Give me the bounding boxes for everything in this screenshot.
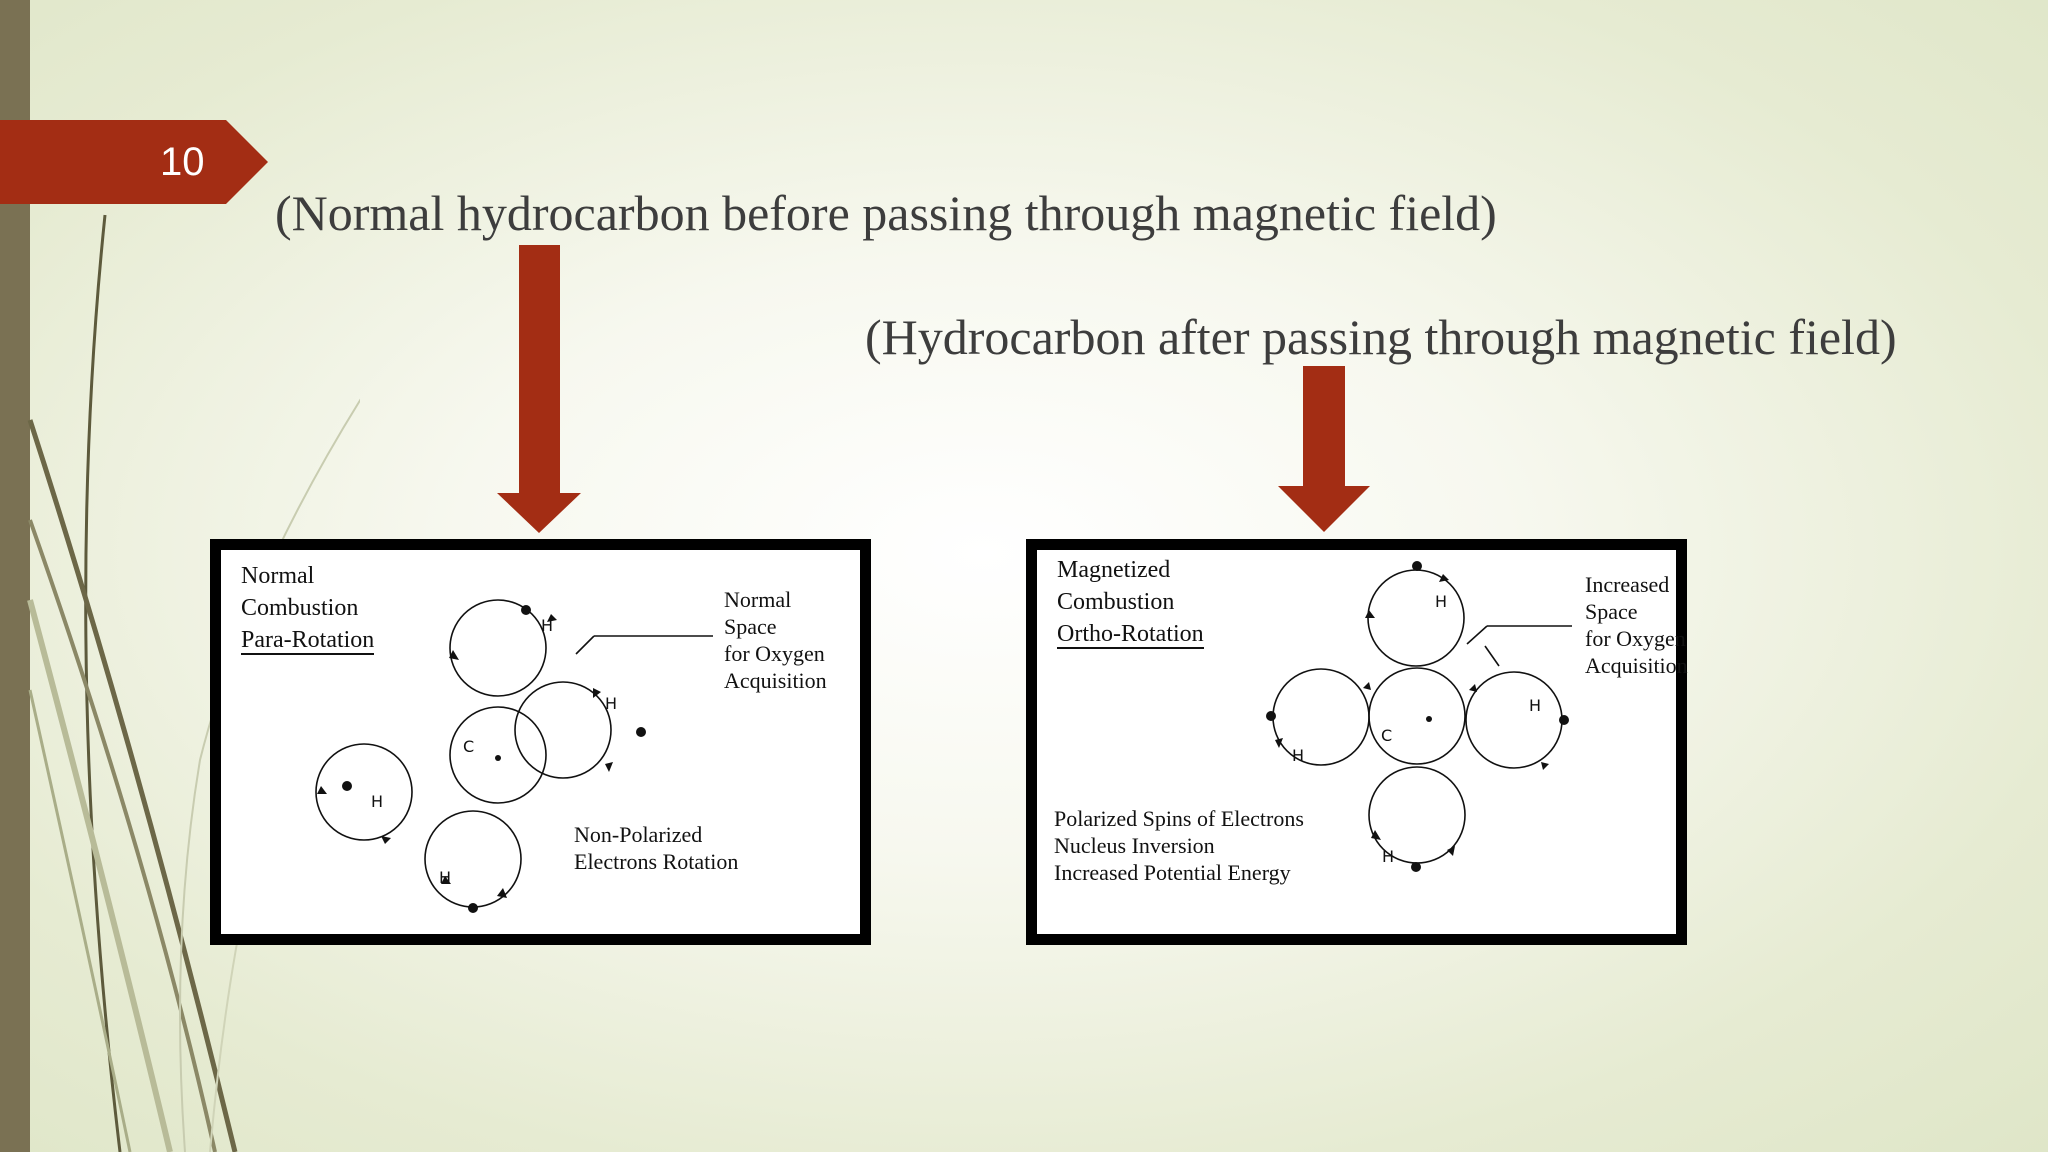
polarized-spins-label: Polarized Spins of Electrons Nucleus Inv…: [1054, 806, 1304, 885]
para-rotation-diagram: [315, 599, 713, 913]
carbon-atom-label: C: [463, 737, 475, 756]
slide-number-tab: [0, 120, 268, 204]
caption-before: (Normal hydrocarbon before passing throu…: [275, 185, 1497, 241]
ortho-rotation-diagram: [1266, 561, 1572, 872]
normal-combustion-panel: Normal Combustion Para-Rotation Normal S…: [210, 539, 871, 945]
down-arrow-right: [1278, 366, 1370, 532]
normal-space-label: Normal Space for Oxygen Acquisition: [724, 587, 827, 693]
hydrogen-atom-right: H: [1529, 696, 1542, 715]
hydrogen-atom-bottom: H: [439, 868, 452, 887]
hydrogen-atom-bottom: H: [1382, 847, 1395, 866]
down-arrow-left: [497, 245, 581, 533]
slide-number: 10: [160, 140, 205, 184]
normal-combustion-title: Normal Combustion Para-Rotation: [241, 563, 375, 655]
magnetized-combustion-title: Magnetized Combustion Ortho-Rotation: [1057, 557, 1204, 649]
caption-after: (Hydrocarbon after passing through magne…: [865, 309, 1897, 365]
hydrogen-atom-left: H: [1292, 746, 1305, 765]
ortho-rotation-label: Ortho-Rotation: [1057, 621, 1204, 649]
increased-space-label: Increased Space for Oxygen Acquisition: [1585, 572, 1688, 678]
hydrogen-atom-top: H: [541, 616, 554, 635]
hydrogen-atom-top: H: [1435, 592, 1448, 611]
decorative-curves: [27, 214, 360, 1152]
carbon-atom-label: C: [1381, 726, 1393, 745]
magnetized-combustion-panel: Magnetized Combustion Ortho-Rotation Inc…: [1026, 539, 1688, 945]
hydrogen-atom-left: H: [371, 792, 384, 811]
hydrogen-atom-right: H: [605, 694, 618, 713]
para-rotation-label: Para-Rotation: [241, 627, 375, 655]
non-polarized-rotation-label: Non-Polarized Electrons Rotation: [574, 822, 739, 874]
